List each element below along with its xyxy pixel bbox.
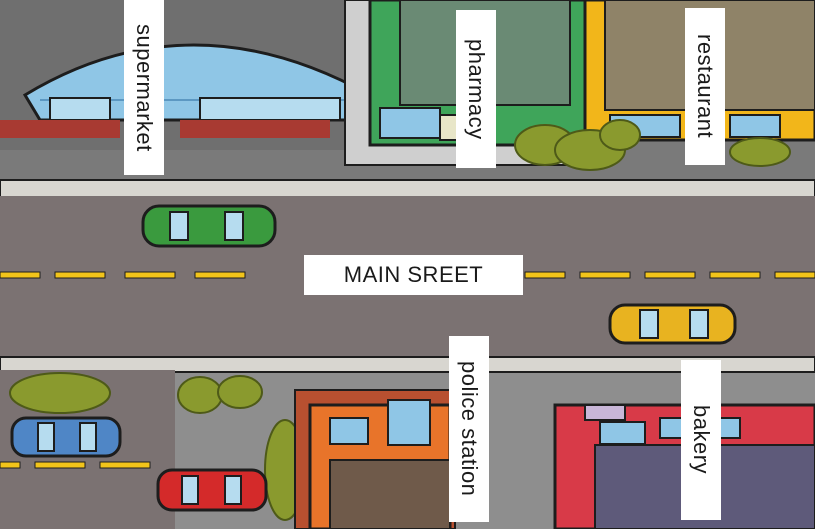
car-blue — [10, 416, 122, 458]
car-yellow — [608, 303, 737, 345]
label-pharmacy: pharmacy — [456, 10, 496, 168]
label-main-street: MAIN SREET — [304, 255, 523, 295]
car-green — [141, 204, 277, 248]
lane-markings — [0, 271, 815, 279]
label-bakery: bakery — [681, 360, 721, 520]
bushes-top — [514, 119, 791, 171]
upper-sidewalk — [0, 179, 815, 199]
car-red — [156, 468, 268, 512]
label-restaurant: restaurant — [685, 8, 725, 165]
side-lane-markings — [0, 461, 151, 469]
label-supermarket: supermarket — [124, 0, 164, 175]
police-station-building — [294, 389, 456, 529]
lower-sidewalk — [0, 356, 815, 373]
supermarket-building — [0, 0, 380, 150]
label-police-station: police station — [449, 336, 489, 522]
